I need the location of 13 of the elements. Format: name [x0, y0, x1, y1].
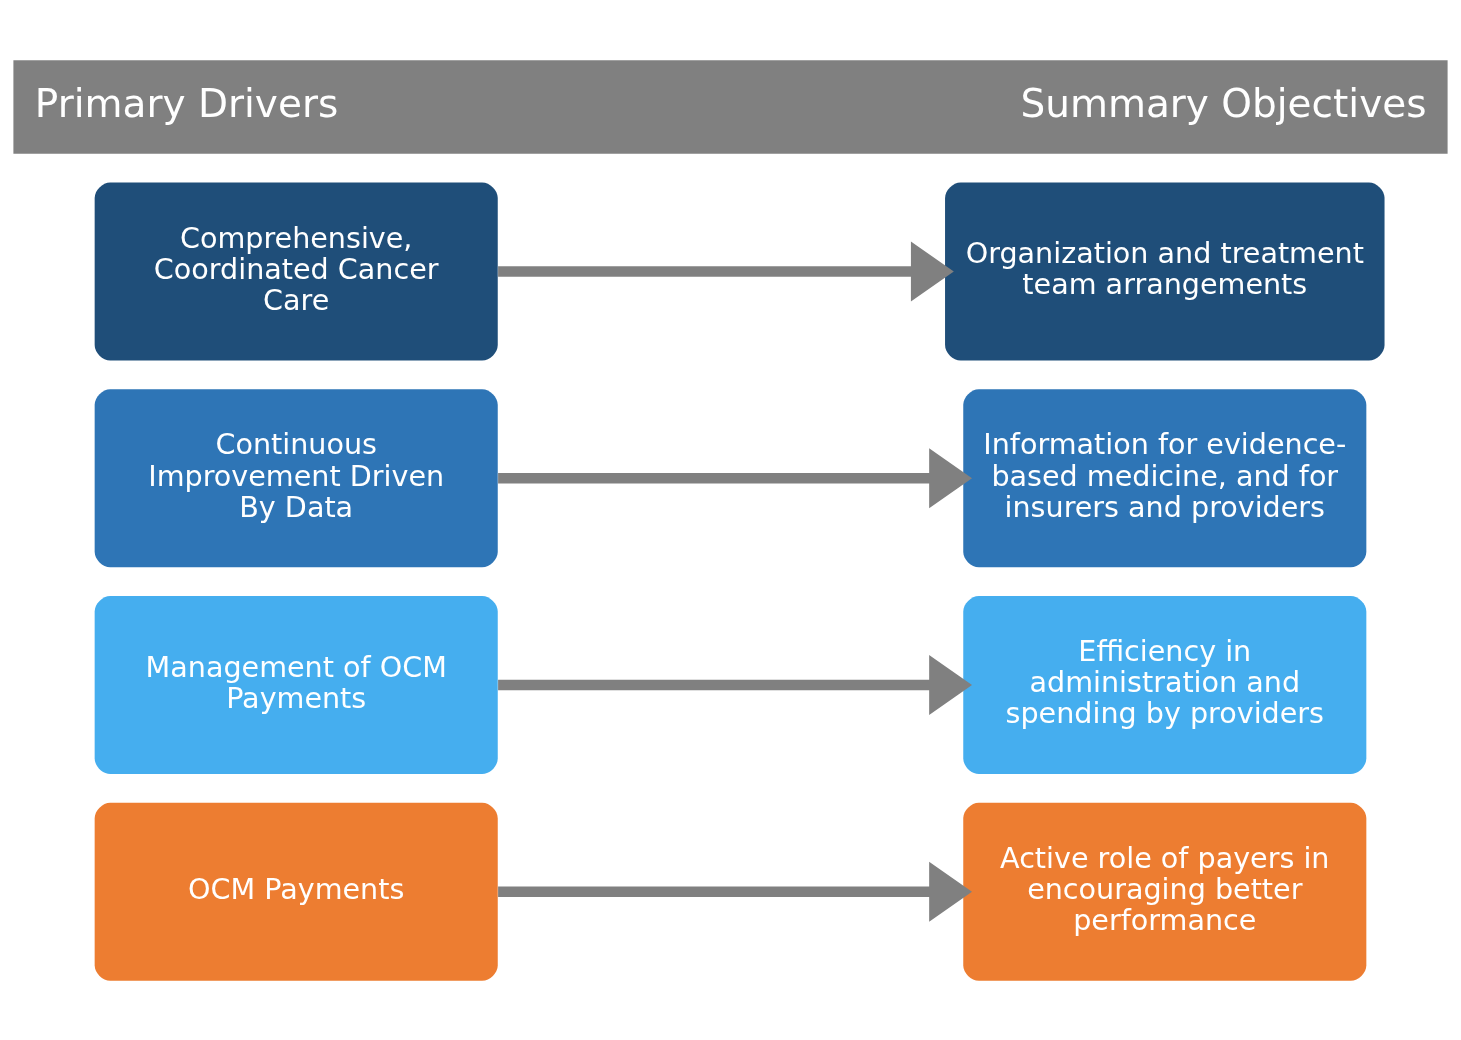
- node-box: OCM Payments: [94, 802, 498, 981]
- arrow: [498, 447, 973, 508]
- node-box: Organization and treatment team arrangements: [945, 181, 1385, 361]
- node-box: Primary Drivers Summary Objectives: [13, 59, 1448, 154]
- node-box: Management of OCM Payments: [94, 595, 498, 774]
- node-box: Continuous Improvement Driven By Data: [94, 388, 498, 567]
- node-box: Comprehensive, Coordinated Cancer Care: [94, 181, 498, 361]
- arrow: [498, 654, 973, 715]
- node-box: Active role of payers in encouraging better performance: [963, 802, 1367, 981]
- arrow: [498, 861, 973, 922]
- node-box: Efficiency in administration and spending by providers: [963, 595, 1367, 774]
- arrow: [498, 241, 954, 301]
- node-box: Information for evidence-based medicine, and for insurers and providers: [963, 388, 1367, 567]
